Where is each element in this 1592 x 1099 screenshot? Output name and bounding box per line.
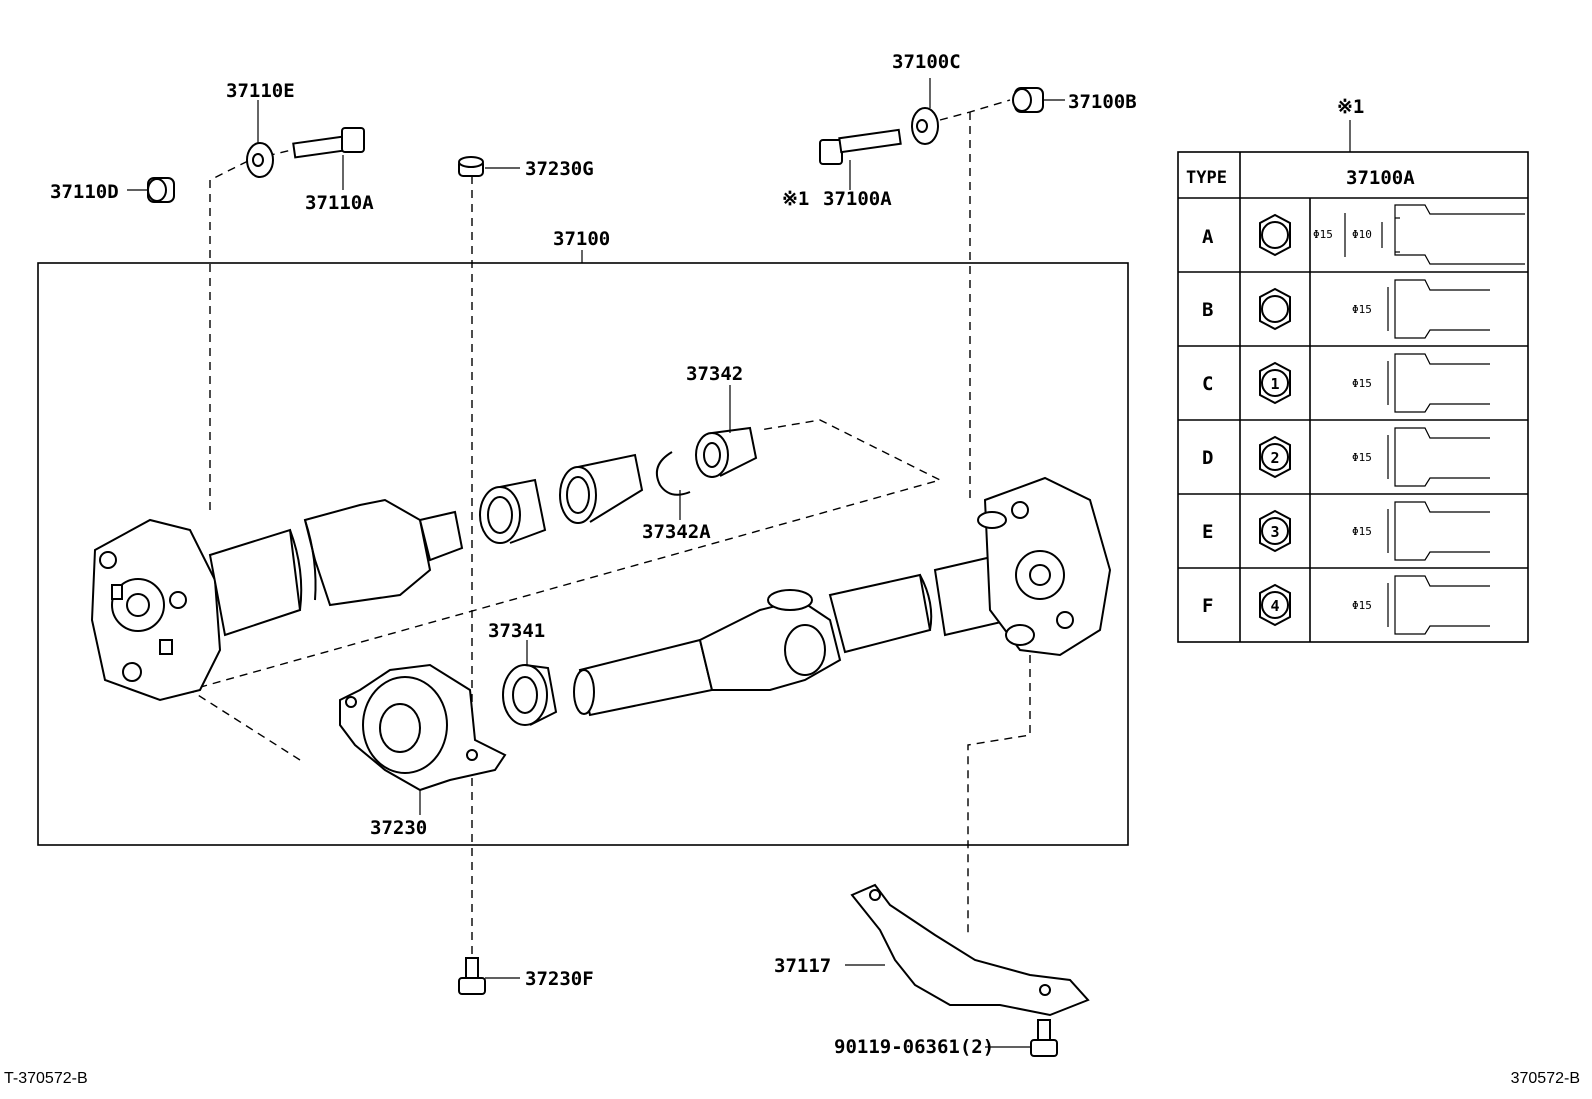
drawing-number-right: 370572-B — [1510, 1070, 1580, 1087]
label-37100: 37100 — [553, 228, 610, 250]
nut-section-profile — [1387, 427, 1490, 487]
label-37230G: 37230G — [525, 158, 594, 180]
table-row-type: D — [1202, 447, 1213, 469]
label-37342: 37342 — [686, 363, 743, 385]
nut-37100B — [1012, 87, 1044, 113]
label-37230F: 37230F — [525, 968, 594, 990]
table-row-type: B — [1202, 299, 1213, 321]
label-37110A: 37110A — [305, 192, 374, 214]
center-bearing-37230 — [339, 663, 507, 792]
label-90119: 90119-06361(2) — [834, 1036, 994, 1058]
nut-icon — [1259, 213, 1291, 257]
dimension-label: Φ15 — [1352, 303, 1372, 316]
label-37117: 37117 — [774, 955, 831, 977]
front-shaft — [208, 498, 464, 637]
dimension-label: Φ15 — [1352, 525, 1372, 538]
nut-37110D — [147, 177, 175, 203]
label-37100B: 37100B — [1068, 91, 1137, 113]
dimension-label: Φ15 — [1352, 377, 1372, 390]
dimension-label: Φ15 — [1313, 228, 1333, 241]
nut-type-badge: 3 — [1270, 523, 1279, 541]
label-37341: 37341 — [488, 620, 545, 642]
nut-type-badge: 2 — [1270, 449, 1279, 467]
nut-section-profile — [1387, 575, 1490, 635]
nut-section-profile — [1344, 204, 1525, 265]
table-header-part: 37100A — [1346, 167, 1415, 189]
nut-type-badge: 1 — [1270, 375, 1279, 393]
washer-37100C — [911, 107, 939, 145]
boot-37342 — [695, 426, 758, 478]
nut-section-profile — [1387, 501, 1490, 561]
table-row-type: F — [1202, 595, 1213, 617]
dimension-label: Φ10 — [1352, 228, 1372, 241]
label-37342A: 37342A — [642, 521, 711, 543]
nut-icon — [1259, 583, 1291, 627]
label-37110E: 37110E — [226, 80, 295, 102]
table-row-type: E — [1202, 521, 1213, 543]
table-header-type: TYPE — [1186, 168, 1227, 188]
washer-37110E — [246, 142, 274, 178]
bracket-37117 — [850, 883, 1090, 1017]
label-37110D: 37110D — [50, 181, 119, 203]
bolt-37230F — [458, 957, 486, 995]
table-row-type: A — [1202, 226, 1214, 248]
nut-icon — [1259, 509, 1291, 553]
nut-section-profile — [1387, 279, 1490, 339]
sleeve-left — [479, 478, 547, 544]
nut-37230G — [458, 156, 484, 177]
assembly-frame — [37, 262, 1129, 846]
rear-shaft — [573, 553, 1012, 717]
label-37100A: 37100A — [823, 188, 892, 210]
label-37230: 37230 — [370, 817, 427, 839]
dimension-label: Φ15 — [1352, 599, 1372, 612]
table-mark: ※1 — [1337, 96, 1364, 118]
table-row-type: C — [1202, 373, 1213, 395]
nut-section-profile — [1387, 353, 1490, 413]
dimension-label: Φ15 — [1352, 451, 1372, 464]
nut-icon — [1259, 435, 1291, 479]
sleeve-middle — [559, 453, 644, 524]
left-flexible-coupling — [90, 518, 222, 702]
type-table: ※1 TYPE 37100A A Φ15 Φ10 B — [1177, 96, 1529, 643]
nut-icon — [1259, 361, 1291, 405]
snap-ring-37342A — [656, 451, 691, 496]
dashed-guides — [188, 99, 1031, 960]
nut-icon — [1259, 287, 1291, 331]
label-37100C: 37100C — [892, 51, 961, 73]
bolt-37110A — [292, 127, 365, 159]
rear-flexible-coupling — [977, 476, 1112, 657]
label-37100A-mark: ※1 — [782, 188, 809, 210]
nut-type-badge: 4 — [1270, 597, 1279, 615]
leader-lines — [127, 78, 1065, 1048]
drawing-number-left: T-370572-B — [4, 1070, 88, 1087]
bolt-37100A — [819, 128, 902, 165]
seal-37341 — [502, 664, 558, 726]
bolt-90119 — [1030, 1019, 1058, 1057]
